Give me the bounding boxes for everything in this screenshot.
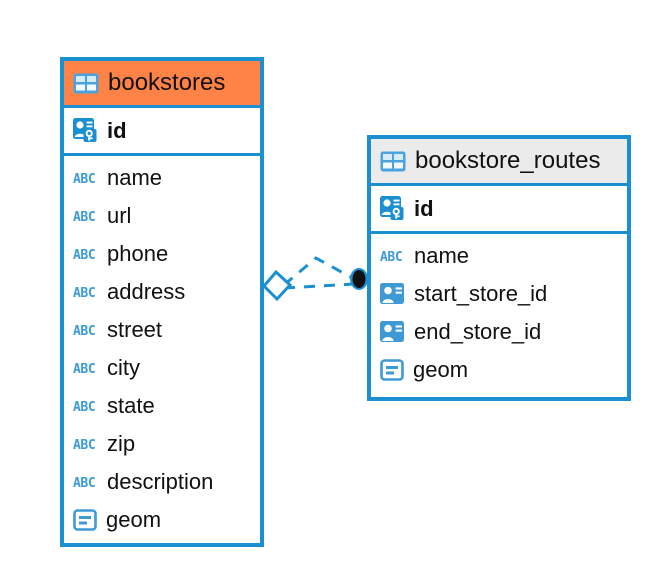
entity-title: bookstore_routes (415, 147, 601, 174)
field-row-description[interactable]: ABC description (64, 463, 260, 501)
field-label: city (107, 355, 140, 380)
field-label: zip (107, 431, 136, 456)
field-label: state (107, 393, 155, 418)
field-label: geom (106, 507, 162, 532)
relationship-target-ring (350, 268, 368, 290)
field-label: address (107, 279, 186, 304)
field-label: name (414, 243, 470, 268)
abc-text-icon: ABC (73, 210, 96, 224)
field-label: id (414, 195, 434, 221)
field-row-id[interactable]: id (64, 108, 260, 153)
abc-text-icon: ABC (380, 250, 403, 264)
field-row-name[interactable]: ABC name (371, 237, 627, 275)
relationship-line-upper (283, 256, 357, 287)
field-row-state[interactable]: ABC state (64, 387, 260, 425)
svg-text:ABC: ABC (73, 438, 95, 452)
relationship-source-diamond-icon[interactable] (261, 269, 293, 302)
field-row-address[interactable]: ABC address (64, 273, 260, 311)
table-icon (73, 73, 99, 93)
geometry-icon (380, 359, 404, 381)
field-label: geom (413, 357, 469, 382)
field-row-phone[interactable]: ABC phone (64, 235, 260, 273)
field-row-url[interactable]: ABC url (64, 197, 260, 235)
primary-key-icon (73, 117, 97, 142)
field-row-zip[interactable]: ABC zip (64, 425, 260, 463)
svg-text:ABC: ABC (73, 324, 95, 338)
primary-key-section: id (64, 105, 260, 156)
abc-text-icon: ABC (73, 400, 96, 414)
field-row-geom[interactable]: geom (371, 351, 627, 389)
entity-bookstores[interactable]: bookstores id (60, 57, 264, 547)
primary-key-icon (380, 195, 404, 220)
field-row-id[interactable]: id (371, 186, 627, 231)
primary-key-section: id (371, 183, 627, 234)
field-label: street (107, 317, 163, 342)
abc-text-icon: ABC (73, 324, 96, 338)
field-label: end_store_id (414, 319, 542, 344)
entity-bookstore-routes[interactable]: bookstore_routes id (367, 135, 631, 401)
abc-text-icon: ABC (73, 172, 96, 186)
svg-text:ABC: ABC (73, 362, 95, 376)
svg-text:ABC: ABC (73, 172, 95, 186)
field-row-name[interactable]: ABC name (64, 159, 260, 197)
abc-text-icon: ABC (73, 438, 96, 452)
field-row-start-store-id[interactable]: start_store_id (371, 275, 627, 313)
svg-text:ABC: ABC (73, 286, 95, 300)
field-row-city[interactable]: ABC city (64, 349, 260, 387)
field-label: phone (107, 241, 169, 266)
foreign-key-icon (380, 283, 404, 304)
svg-text:ABC: ABC (73, 210, 95, 224)
geometry-icon (73, 509, 97, 531)
svg-text:ABC: ABC (380, 250, 402, 264)
field-label: url (107, 203, 132, 228)
svg-text:ABC: ABC (73, 248, 95, 262)
svg-text:ABC: ABC (73, 400, 95, 414)
relationship-target-circle-icon[interactable] (352, 270, 366, 288)
field-label: description (107, 469, 214, 494)
abc-text-icon: ABC (73, 286, 96, 300)
svg-text:ABC: ABC (73, 476, 95, 490)
entity-title: bookstores (108, 69, 226, 96)
relationship-line-lower (283, 282, 355, 290)
abc-text-icon: ABC (73, 362, 96, 376)
abc-text-icon: ABC (73, 248, 96, 262)
field-label: id (107, 117, 127, 143)
foreign-key-icon (380, 321, 404, 342)
table-icon (380, 151, 406, 171)
fields-section: ABC name ABC url ABC phone ABC (64, 156, 260, 539)
field-row-street[interactable]: ABC street (64, 311, 260, 349)
entity-header-bookstores[interactable]: bookstores (64, 61, 260, 105)
fields-section: ABC name start_store_id (371, 234, 627, 389)
abc-text-icon: ABC (73, 476, 96, 490)
field-label: name (107, 165, 163, 190)
entity-header-bookstore-routes[interactable]: bookstore_routes (371, 139, 627, 183)
field-row-end-store-id[interactable]: end_store_id (371, 313, 627, 351)
field-row-geom[interactable]: geom (64, 501, 260, 539)
field-label: start_store_id (414, 281, 548, 306)
